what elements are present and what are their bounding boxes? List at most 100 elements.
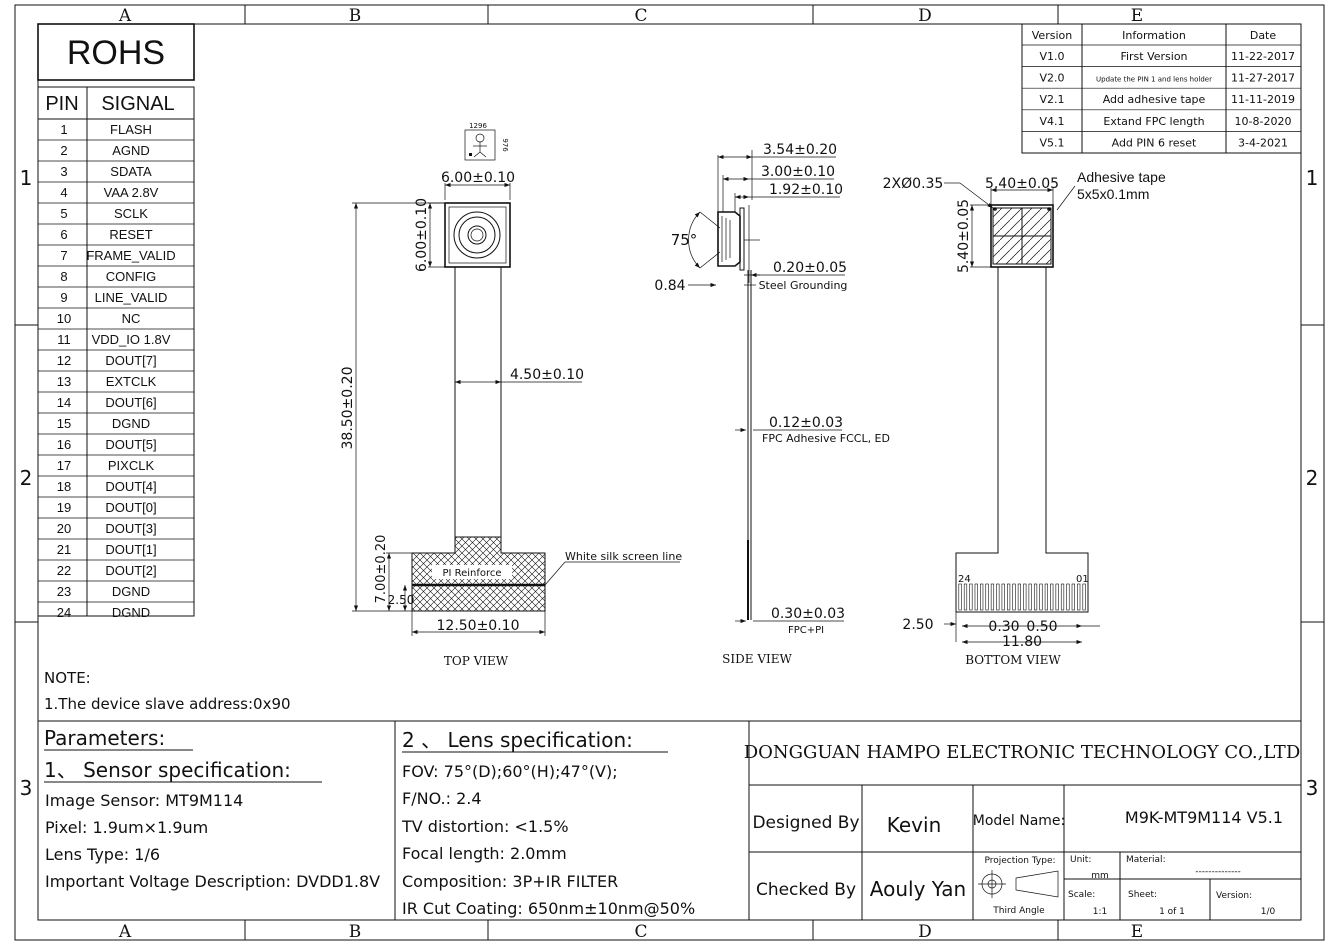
composition: Composition: 3P+IR FILTER bbox=[402, 872, 618, 891]
pin-number: 13 bbox=[57, 374, 71, 389]
designed-value: Kevin bbox=[887, 813, 942, 837]
row-label-right: 1 bbox=[1306, 166, 1319, 190]
side-dim-1: 3.54±0.20 bbox=[763, 142, 837, 158]
material-label: Material: bbox=[1126, 855, 1166, 865]
bottom-view: 24 01 2XØ0.35 5.40±0.05 5.40±0.05 Adhesi… bbox=[883, 169, 1166, 667]
dim-height: 6.00±0.10 bbox=[414, 198, 430, 272]
version-cell: V4.1 bbox=[1039, 115, 1064, 128]
pin-first-label: 24 bbox=[958, 574, 971, 585]
pin-signal: CONFIG bbox=[106, 269, 157, 284]
company-name: DONGGUAN HAMPO ELECTRONIC TECHNOLOGY CO.… bbox=[744, 742, 1301, 763]
pi-reinforce-label: PI Reinforce bbox=[442, 568, 501, 579]
pin-number: 2 bbox=[60, 143, 67, 158]
fpc-contact-pad bbox=[1060, 583, 1065, 611]
pin-signal: DGND bbox=[112, 416, 150, 431]
pin-signal: LINE_VALID bbox=[95, 290, 168, 305]
col-label-top: B bbox=[349, 6, 362, 26]
fpc-contact-pad bbox=[1012, 583, 1016, 611]
row-label-right: 3 bbox=[1306, 776, 1319, 800]
fpc-contact-pad bbox=[969, 583, 973, 611]
col-label-bottom: C bbox=[634, 922, 647, 942]
pin-number: 9 bbox=[60, 290, 67, 305]
fpc-contact-pad bbox=[996, 583, 1000, 611]
pin-number: 20 bbox=[57, 521, 71, 536]
fpc-contact-pad bbox=[1082, 583, 1086, 611]
fpc-contact-pad bbox=[1055, 583, 1059, 611]
fpc-contact-pad bbox=[1033, 583, 1038, 611]
fov: FOV: 75°(D);60°(H);47°(V); bbox=[402, 762, 618, 781]
parameters: Parameters: 1、 Sensor specification: Ima… bbox=[44, 726, 380, 891]
fpc-contact-pad bbox=[958, 583, 962, 611]
pin-signal: DGND bbox=[112, 605, 150, 620]
projection-value: Third Angle bbox=[992, 906, 1045, 916]
pin-number: 3 bbox=[60, 164, 67, 179]
bottom-dim-b: 0.30 bbox=[988, 619, 1019, 635]
pin-number: 12 bbox=[57, 353, 71, 368]
side-dim-6: 0.12±0.03 bbox=[769, 415, 843, 431]
pin-number: 11 bbox=[57, 332, 71, 347]
row-label-right: 2 bbox=[1306, 466, 1319, 490]
fpc-contacts bbox=[958, 583, 1086, 611]
material-value: -------------- bbox=[1195, 867, 1240, 877]
pin-signal: DOUT[3] bbox=[105, 521, 156, 536]
pin-signal: FRAME_VALID bbox=[86, 248, 175, 263]
version-value: 1/0 bbox=[1261, 907, 1276, 917]
sensor-height: 976 bbox=[501, 138, 509, 152]
side-dim-2: 3.00±0.10 bbox=[761, 164, 835, 180]
pin-signal: VAA 2.8V bbox=[104, 185, 159, 200]
row-label-left: 3 bbox=[20, 776, 33, 800]
col-label-bottom: E bbox=[1131, 922, 1143, 942]
title-block: DONGGUAN HAMPO ELECTRONIC TECHNOLOGY CO.… bbox=[744, 742, 1301, 917]
image-sensor: Image Sensor: MT9M114 bbox=[45, 791, 243, 810]
dim-width: 6.00±0.10 bbox=[441, 170, 515, 186]
fpc-contact-pad bbox=[1066, 583, 1070, 611]
note-title: NOTE: bbox=[44, 669, 91, 687]
rohs-box: ROHS bbox=[37, 23, 195, 81]
fno: F/NO.: 2.4 bbox=[402, 789, 482, 808]
pin-signal: AGND bbox=[112, 143, 150, 158]
dim-stiffener: 7.00±0.20 bbox=[374, 535, 389, 604]
top-view-label: TOP VIEW bbox=[444, 654, 509, 668]
fpc-contact-pad bbox=[1001, 583, 1005, 611]
information-cell: First Version bbox=[1120, 50, 1187, 63]
steel-grounding-label: Steel Grounding bbox=[759, 279, 848, 292]
bottom-view-label: BOTTOM VIEW bbox=[965, 653, 1061, 667]
version-cell: V5.1 bbox=[1039, 136, 1064, 149]
ir-cut: IR Cut Coating: 650nm±10nm@50% bbox=[402, 899, 695, 918]
angle-label: 75° bbox=[671, 231, 698, 249]
top-view: 1296 976 PI Reinforce White silk screen … bbox=[340, 122, 682, 668]
row-labels: 1 2 3 1 2 3 bbox=[20, 166, 1319, 800]
scale-label: Scale: bbox=[1068, 890, 1095, 900]
fpc-contact-pad bbox=[980, 583, 984, 611]
pin-number: 23 bbox=[57, 584, 71, 599]
third-angle-projection-icon bbox=[978, 870, 1059, 898]
pin-number: 17 bbox=[57, 458, 71, 473]
side-dim-7: 0.30±0.03 bbox=[771, 606, 845, 622]
bottom-dim-c: 0.50 bbox=[1026, 619, 1057, 635]
pin-number: 4 bbox=[60, 185, 67, 200]
info-block-frame bbox=[38, 720, 1301, 920]
information-cell: Add PIN 6 reset bbox=[1112, 136, 1197, 149]
model-value: M9K-MT9M114 V5.1 bbox=[1125, 808, 1283, 827]
sensor-orientation-box bbox=[464, 129, 496, 161]
tape-size: 5x5x0.1mm bbox=[1077, 186, 1149, 202]
fpc-pi-label: FPC+PI bbox=[788, 625, 824, 636]
fpc-contact-pad bbox=[1023, 583, 1027, 611]
col-label-top: E bbox=[1131, 6, 1143, 26]
pin-signal: DOUT[6] bbox=[105, 395, 156, 410]
tv-distortion: TV distortion: <1.5% bbox=[401, 817, 569, 836]
pin-number: 21 bbox=[57, 542, 71, 557]
pin-signal: DGND bbox=[112, 584, 150, 599]
sensor-spec-title: 1、 Sensor specification: bbox=[44, 758, 291, 782]
pin-number: 1 bbox=[60, 122, 67, 137]
signal-header: SIGNAL bbox=[101, 93, 174, 115]
fpc-contact-pad bbox=[1077, 583, 1081, 611]
pin-signal: DOUT[2] bbox=[105, 563, 156, 578]
fpc-contact-pad bbox=[985, 583, 989, 611]
pin-number: 15 bbox=[57, 416, 71, 431]
pin-signal: EXTCLK bbox=[106, 374, 157, 389]
fpc-contact-pad bbox=[1071, 583, 1075, 611]
bottom-dim-d: 11.80 bbox=[1002, 634, 1042, 650]
